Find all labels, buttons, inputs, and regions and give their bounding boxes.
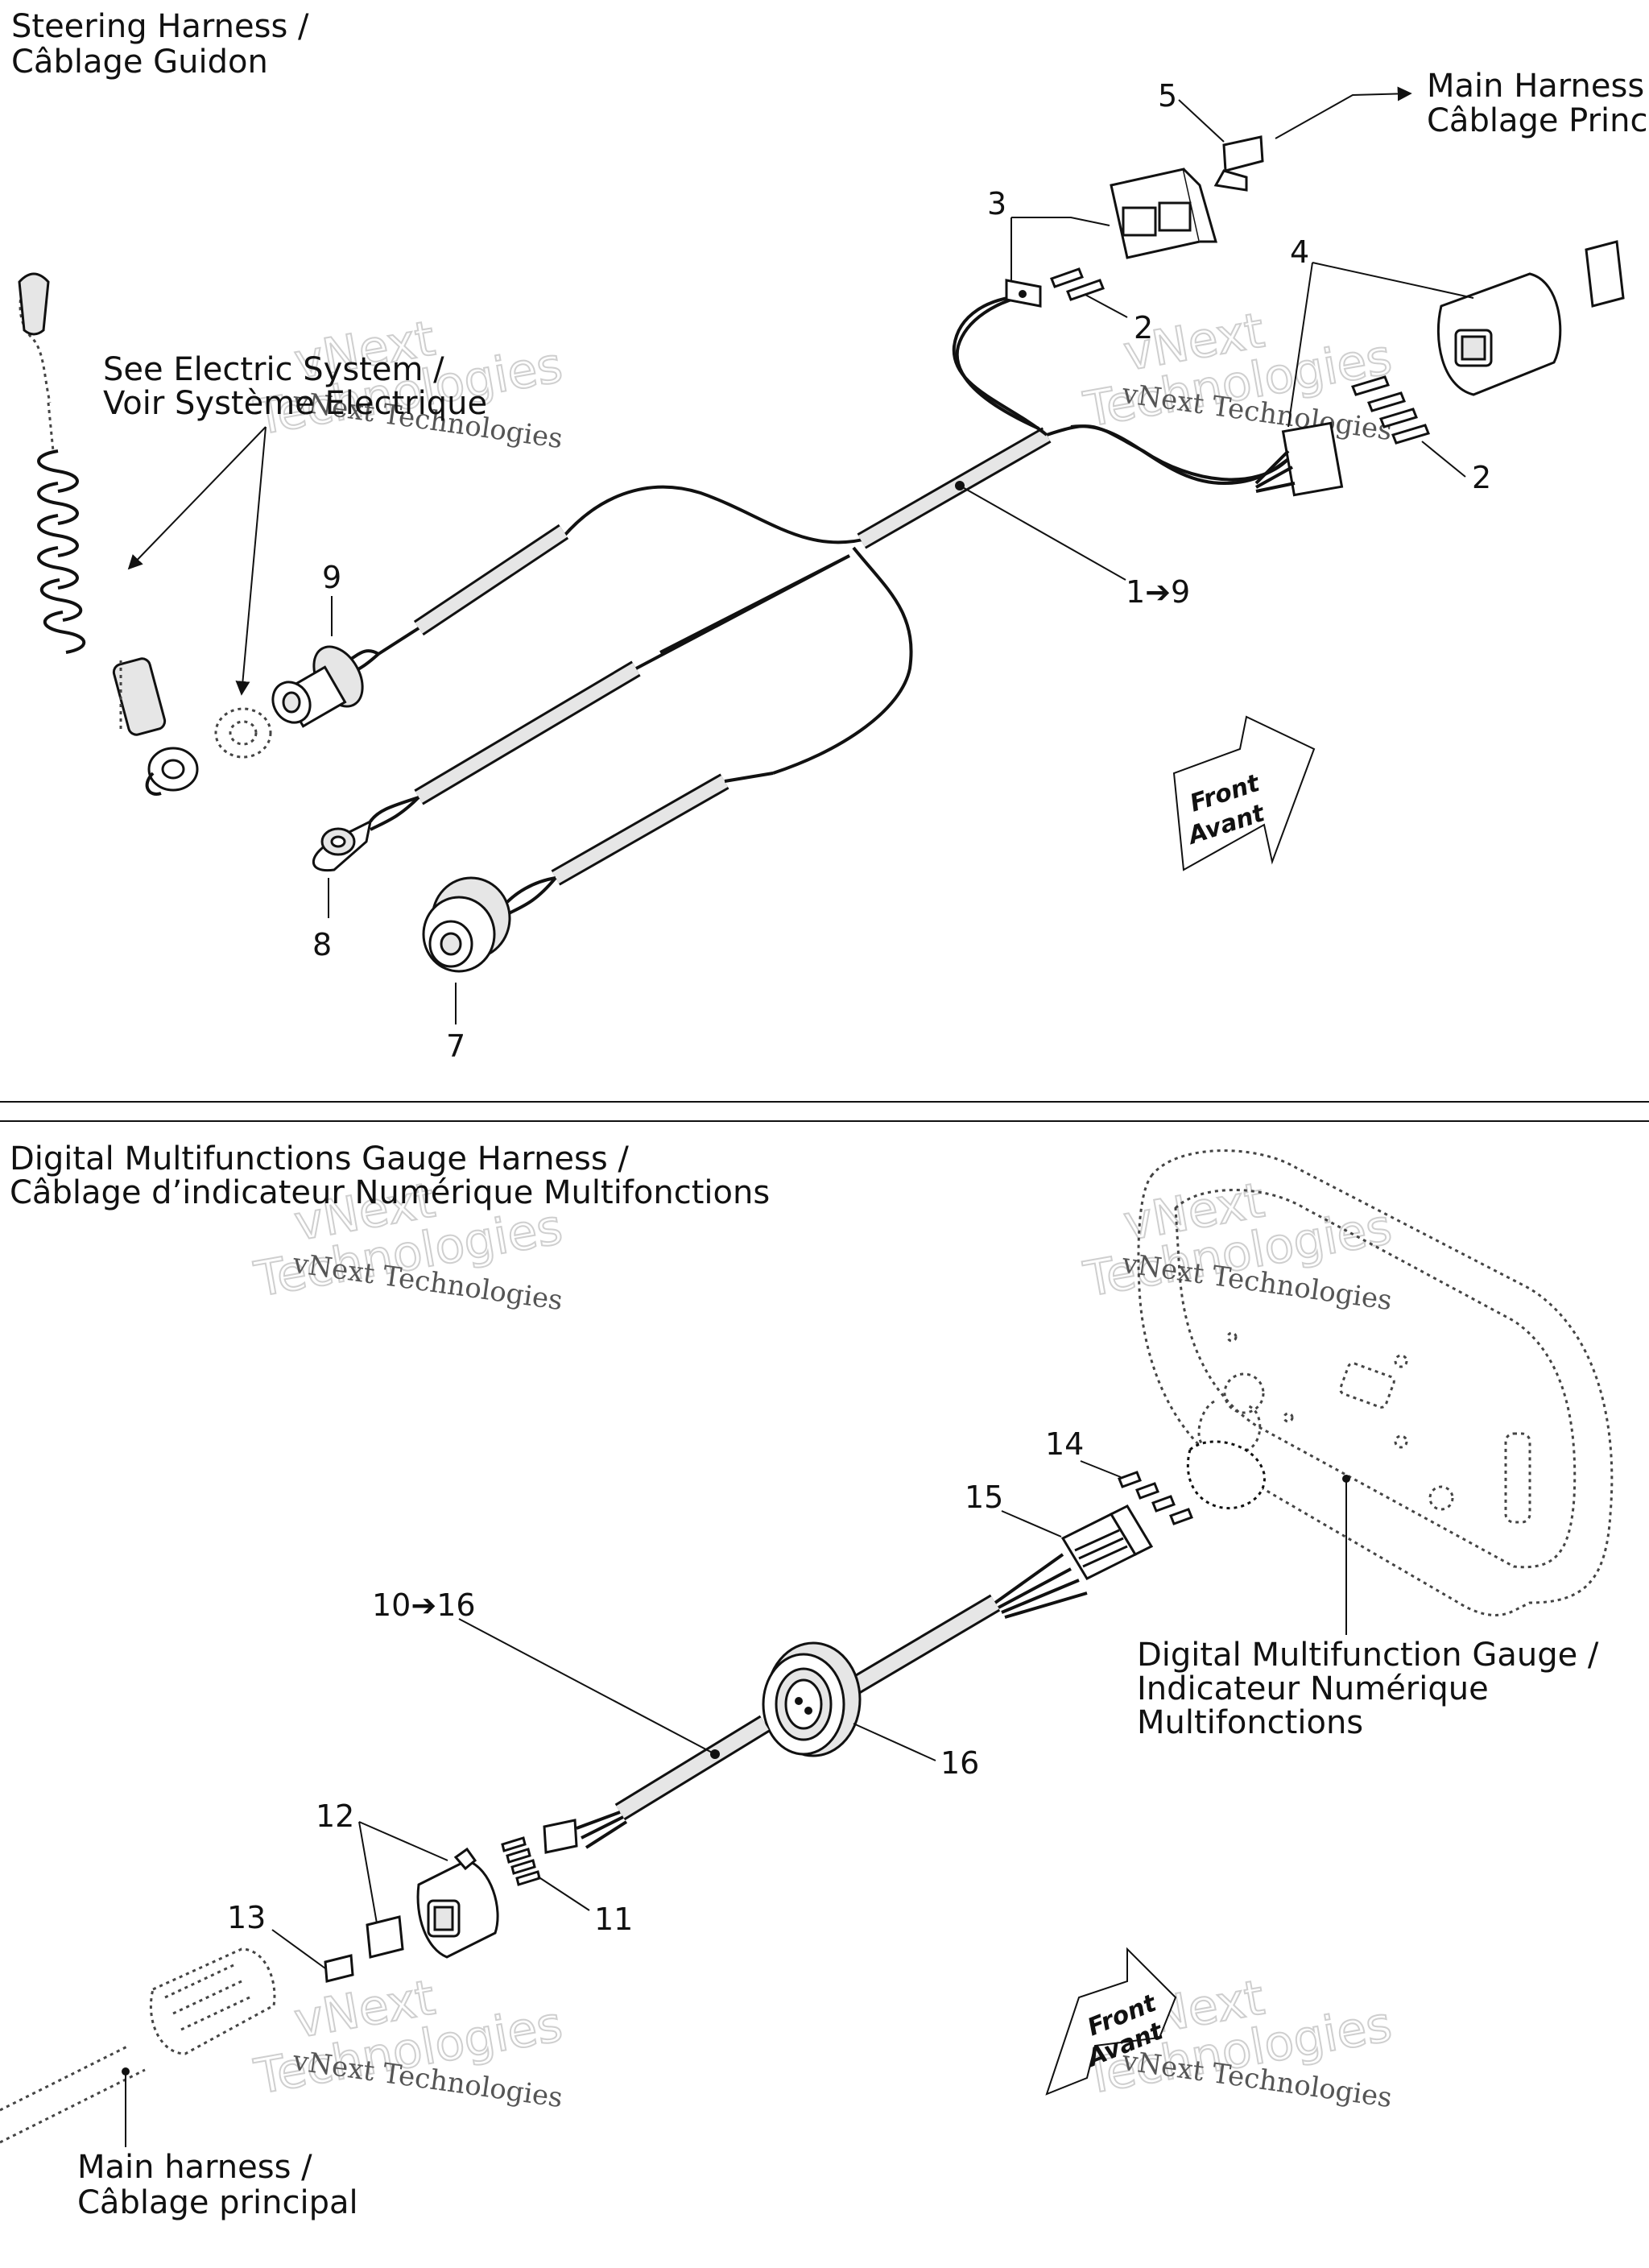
top-section-title: Steering Harness / [11,8,309,45]
callout-11: 11 [594,1902,633,1937]
main-sleeve [857,427,1052,549]
callout-13: 13 [227,1900,266,1935]
gauge-label-fr: Indicateur Numérique [1137,1670,1489,1707]
part-3-connector [1005,168,1217,308]
callout-2: 2 [1134,310,1153,346]
main-harness-bottom-label: Main harness / [77,2149,312,2186]
callout-8: 8 [312,927,332,962]
part-16-grommet [762,1641,862,1757]
sleeve-to-7 [506,772,774,916]
leader-line [271,1929,326,1969]
callout-2b: 2 [1472,460,1491,495]
leader-line [1080,1460,1122,1478]
part-14-pins [1118,1471,1193,1525]
bottom-section-title: Digital Multifunctions Gauge Harness / [10,1140,629,1177]
callout-7: 7 [446,1028,465,1064]
part-8-ring-terminal [312,819,373,872]
leader-line [127,426,267,570]
callout-12: 12 [316,1798,354,1834]
callout-5: 5 [1158,78,1177,114]
callout-15: 15 [965,1480,1003,1515]
nut [214,707,272,759]
callout-16: 16 [940,1745,979,1781]
main-harness-label: Main Harness [1427,68,1644,105]
part-12-connector [366,1847,499,1959]
callout-10-16: 10➔16 [372,1587,476,1623]
see-electric-label-fr: Voir Système Electrique [103,385,487,422]
callout-3: 3 [987,186,1006,221]
part-11-terminal-plate [501,1819,578,1886]
watermark-group: vNext Technologies vNext Technologies vN… [250,301,1397,2114]
callout-4: 4 [1290,234,1309,270]
top-section-subtitle: Câblage Guidon [11,43,268,81]
bottom-section: Digital Multifunctions Gauge Harness / C… [0,1140,1614,2221]
sleeve-to-9 [345,524,569,678]
gauge-lower-sleeve [576,1715,771,1849]
harness-branch-3 [952,295,1048,437]
gauge-label-fr2: Multifonctions [1137,1704,1363,1741]
main-harness-bottom-label-fr: Câblage principal [77,2184,358,2221]
top-section: Steering Harness / Câblage Guidon Main H… [11,8,1648,1064]
callout-9: 9 [322,560,341,595]
digital-gauge-housing [1137,1149,1614,1616]
gauge-harness-wires [840,1553,1088,1700]
leader-dot [1342,1475,1350,1483]
see-electric-label: See Electric System / [103,351,444,388]
front-direction-arrow: Front Avant [1172,715,1316,871]
leader-line [959,485,1126,581]
leader-line [1287,262,1474,428]
leader-line [1085,294,1128,318]
leader-line [358,1821,448,1924]
part-7-sensor [422,876,511,973]
main-harness-label-fr: Câblage Princ [1427,102,1648,139]
leader-line [235,426,267,696]
leader-line [1010,217,1110,280]
gauge-label: Digital Multifunction Gauge / [1137,1637,1599,1674]
part-4-connector [1254,240,1625,497]
key-lanyard [18,272,199,796]
bottom-section-subtitle: Câblage d’indicateur Numérique Multifonc… [10,1174,770,1211]
leader-line [1001,1510,1062,1538]
leader-line [1275,86,1412,139]
main-harness-connector [0,1947,276,2144]
leader-line [1178,99,1225,143]
leader-line [458,1618,716,1755]
part-5-clip [1213,135,1264,192]
leader-line [853,1723,936,1761]
leader-line [537,1876,590,1911]
part-13-clip [324,1954,354,1983]
leader-line [1421,441,1466,478]
callout-1-9: 1➔9 [1126,574,1190,610]
part-9-sensor [271,645,364,728]
sleeve-to-8 [369,554,850,831]
callout-14: 14 [1045,1426,1084,1462]
part-15-connector [1060,1440,1266,1580]
